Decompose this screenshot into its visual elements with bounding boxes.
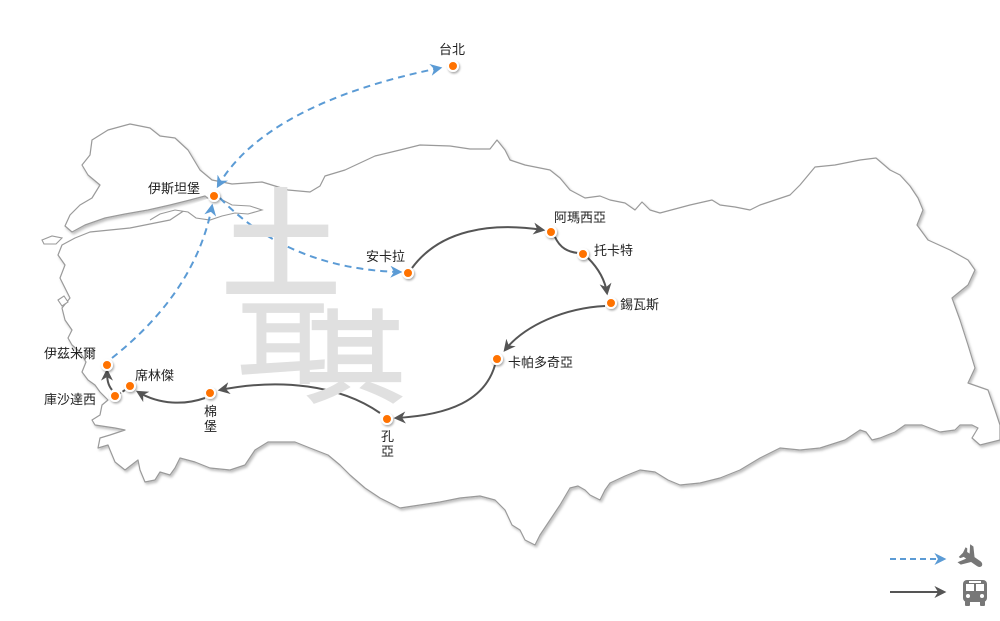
city-dot-kusadasi[interactable] xyxy=(109,390,121,402)
route-konya-pamukkale xyxy=(217,382,381,414)
city-label-sivas: 錫瓦斯 xyxy=(620,298,659,313)
city-label-konya-2: 亞 xyxy=(381,445,394,460)
route-istanbul-ankara xyxy=(219,197,403,278)
turkey-outline xyxy=(57,123,1000,546)
legend xyxy=(890,544,987,606)
lesbos-coast xyxy=(57,295,69,307)
route-kusadasi-izmir xyxy=(101,368,114,391)
route-amasya-tokat xyxy=(554,236,579,254)
city-dot-istanbul[interactable] xyxy=(208,190,220,202)
route-tokat-sivas xyxy=(587,257,612,296)
city-dot-konya[interactable] xyxy=(381,413,393,425)
city-dot-ankara[interactable] xyxy=(402,267,414,279)
city-dot-tokat[interactable] xyxy=(577,248,589,260)
route-sivas-cappadocia xyxy=(503,305,606,352)
bus-icon xyxy=(963,580,987,606)
city-label-pamukkale-1: 棉 xyxy=(204,405,217,420)
gokceada-island xyxy=(41,235,64,245)
city-dot-izmir[interactable] xyxy=(101,359,113,371)
city-label-istanbul: 伊斯坦堡 xyxy=(148,181,200,197)
city-label-pamukkale-2: 堡 xyxy=(204,419,217,435)
city-label-tokat: 托卡特 xyxy=(594,244,633,259)
country-title-char-2: 耳 xyxy=(238,292,328,397)
route-cappadocia-konya xyxy=(393,364,496,424)
city-label-izmir: 伊茲米爾 xyxy=(44,346,96,362)
route-pamukkale-sirince xyxy=(135,390,206,404)
city-dot-pamukkale[interactable] xyxy=(204,387,216,399)
city-dot-cappadocia[interactable] xyxy=(491,353,503,365)
city-dot-amasya[interactable] xyxy=(545,226,557,238)
city-dot-sirince[interactable] xyxy=(124,380,136,392)
city-label-konya-1: 孔 xyxy=(381,430,394,445)
airplane-icon xyxy=(957,544,983,567)
country-title-char-1: 土 xyxy=(222,178,341,316)
city-label-taipei: 台北 xyxy=(439,43,465,58)
city-dot-sivas[interactable] xyxy=(605,297,617,309)
city-dot-taipei[interactable] xyxy=(447,60,459,72)
city-label-kusadasi: 庫沙達西 xyxy=(44,393,96,408)
city-label-ankara: 安卡拉 xyxy=(366,250,405,265)
city-label-sirince: 席林傑 xyxy=(135,368,174,384)
route-taipei-istanbul xyxy=(216,64,443,189)
city-label-cappadocia: 卡帕多奇亞 xyxy=(508,355,573,371)
city-label-amasya: 阿瑪西亞 xyxy=(554,211,606,226)
route-ankara-amasya xyxy=(411,222,546,269)
country-title-char-3: 其 xyxy=(305,301,405,418)
